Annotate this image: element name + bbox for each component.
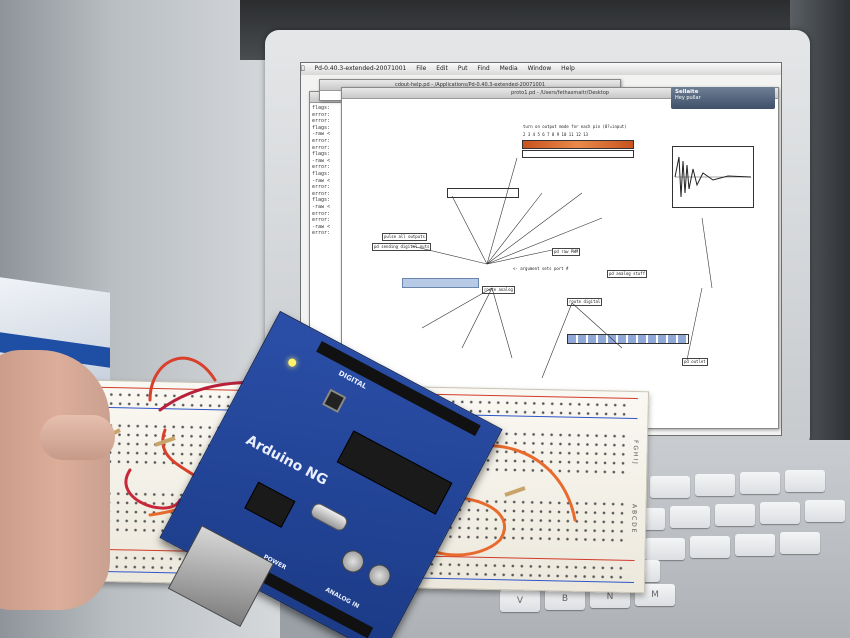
reset-button[interactable]	[322, 388, 347, 413]
waveform-graph	[674, 156, 752, 198]
menu-file[interactable]: File	[410, 65, 426, 72]
key[interactable]	[760, 502, 800, 524]
notification-title: Sellaite	[675, 89, 699, 95]
key[interactable]	[690, 536, 730, 558]
key[interactable]	[695, 474, 735, 496]
crystal	[308, 501, 350, 533]
console-line: flags:	[312, 170, 331, 177]
console-line: -raw <	[312, 177, 331, 184]
console-line: error:	[312, 144, 331, 151]
key[interactable]	[735, 534, 775, 556]
menu-edit[interactable]: Edit	[430, 65, 448, 72]
console-line: error:	[312, 184, 331, 191]
capacitor-1	[338, 546, 368, 577]
comment-top: turn on output mode for each pin (0?=inp…	[522, 124, 628, 130]
menu-put[interactable]: Put	[452, 65, 468, 72]
route-digital-box[interactable]: route digital	[567, 298, 603, 306]
key[interactable]	[785, 470, 825, 492]
console-line: error:	[312, 164, 331, 171]
pulse-outputs-label[interactable]: pulse all outputs	[382, 233, 427, 241]
pin-toggle-row-2[interactable]	[522, 150, 634, 158]
waveform-array[interactable]	[672, 146, 754, 208]
patch-window: proto1.pd - /Users/fethasmaitr/Desktop t…	[341, 87, 779, 429]
wire-red-3	[124, 468, 182, 510]
patch-cords	[411, 157, 713, 379]
pd-analog-box[interactable]: pd analog stuff	[607, 270, 648, 278]
menu-help[interactable]: Help	[555, 65, 575, 72]
key[interactable]	[650, 476, 690, 498]
digital-toggles[interactable]	[567, 334, 689, 344]
resistor-2	[154, 436, 176, 447]
key-m[interactable]: M	[635, 584, 675, 606]
console-line: error:	[312, 111, 331, 118]
finger	[40, 415, 115, 460]
arduino-logo: Arduino NG	[243, 432, 331, 489]
ftdi-chip	[244, 481, 296, 528]
console-line: -raw <	[312, 203, 331, 210]
send-digital-box[interactable]: pd sending digital outs	[372, 243, 432, 251]
patch-canvas[interactable]: turn on output mode for each pin (0?=inp…	[342, 98, 778, 428]
key[interactable]	[780, 532, 820, 554]
console-log: flags:error:error:flags:-raw <error:erro…	[310, 103, 370, 239]
atmega-chip	[336, 430, 453, 515]
console-line: flags:	[312, 197, 331, 204]
console-line: error:	[312, 230, 331, 237]
key[interactable]	[740, 472, 780, 494]
menu-app[interactable]: Pd-0.40.3-extended-20071001	[309, 65, 407, 72]
console-line: -raw <	[312, 223, 331, 230]
key-v[interactable]: V	[500, 590, 540, 612]
pin-numbers: 2 3 4 5 6 7 8 9 10 11 12 13	[522, 132, 590, 138]
apple-icon: 	[301, 65, 305, 72]
arg-comment: <- argument sets port #	[512, 266, 570, 272]
notification-body: Hey pullar	[675, 95, 701, 101]
menu-media[interactable]: Media	[494, 65, 518, 72]
outlet-box[interactable]: pd outlet	[682, 358, 708, 366]
status-led	[286, 357, 298, 369]
menu-window[interactable]: Window	[522, 65, 552, 72]
hslider[interactable]	[402, 278, 479, 288]
console-line: error:	[312, 137, 331, 144]
wire-red-1	[148, 356, 217, 402]
console-line: error:	[312, 190, 331, 197]
menu-bar:  Pd-0.40.3-extended-20071001 File Edit …	[301, 63, 781, 75]
console-line: error:	[312, 118, 331, 125]
route-analog-box[interactable]: route analog	[482, 286, 515, 294]
console-line: flags:	[312, 124, 331, 131]
growl-notification[interactable]: Sellaite Hey pullar	[671, 87, 775, 109]
console-line: error:	[312, 217, 331, 224]
key[interactable]	[805, 500, 845, 522]
console-line: flags:	[312, 105, 331, 111]
menu-find[interactable]: Find	[471, 65, 489, 72]
number-slider[interactable]	[447, 188, 519, 198]
pd-raw-box[interactable]: pd raw PWM	[552, 248, 581, 256]
console-line: -raw <	[312, 131, 331, 138]
key[interactable]	[645, 538, 685, 560]
hand	[0, 350, 110, 610]
key-b[interactable]: B	[545, 588, 585, 610]
console-line: flags:	[312, 151, 331, 158]
patch-window-title[interactable]: proto1.pd - /Users/fethasmaitr/Desktop	[342, 88, 778, 99]
key[interactable]	[715, 504, 755, 526]
console-line: error:	[312, 210, 331, 217]
console-line: -raw <	[312, 157, 331, 164]
key[interactable]	[670, 506, 710, 528]
pin-toggle-row[interactable]	[522, 140, 634, 149]
capacitor-2	[364, 560, 395, 591]
resistor-3	[504, 486, 526, 497]
